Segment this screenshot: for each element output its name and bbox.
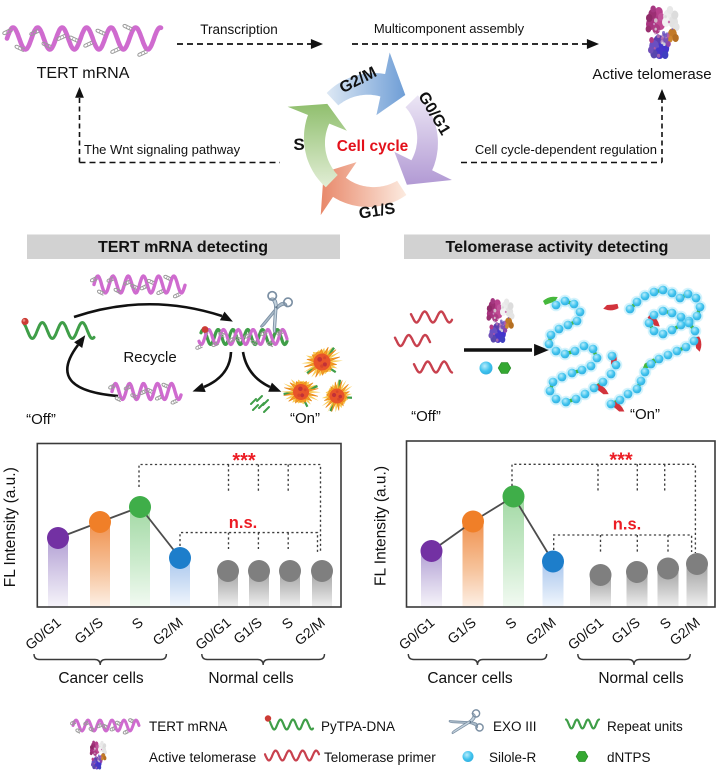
svg-text:PyTPA-DNA: PyTPA-DNA [321,719,395,734]
svg-text:Cancer cells: Cancer cells [58,670,144,687]
svg-text:FL Intensity (a.u.): FL Intensity (a.u.) [373,466,390,586]
svg-text:EXO III: EXO III [493,719,537,734]
svg-text:n.s.: n.s. [613,516,641,534]
svg-text:The Wnt signaling pathway: The Wnt signaling pathway [84,142,241,157]
svg-text:Active telomerase: Active telomerase [149,750,256,765]
svg-text:Cell cycle: Cell cycle [337,138,409,155]
svg-text:Telomerase primer: Telomerase primer [324,750,436,765]
svg-text:FL Intensity (a.u.): FL Intensity (a.u.) [2,467,19,587]
svg-text:dNTPS: dNTPS [607,750,651,765]
svg-text:Cancer cells: Cancer cells [427,670,513,687]
svg-text:Repeat units: Repeat units [607,719,683,734]
svg-text:n.s.: n.s. [229,514,257,532]
svg-text:Transcription: Transcription [200,22,278,37]
svg-text:TERT mRNA: TERT mRNA [149,719,227,734]
svg-text:S: S [293,135,304,154]
svg-text:TERT mRNA: TERT mRNA [37,65,130,82]
svg-text:Telomerase activity detecting: Telomerase activity detecting [446,239,669,256]
svg-text:“On”: “On” [630,406,660,423]
svg-text:Silole-R: Silole-R [489,750,537,765]
svg-text:Active telomerase: Active telomerase [592,66,711,83]
svg-text:G1/S: G1/S [358,200,397,223]
svg-text:Multicomponent assembly: Multicomponent assembly [374,21,525,36]
svg-text:Normal cells: Normal cells [598,670,684,687]
svg-text:Recycle: Recycle [123,349,176,366]
svg-text:“On”: “On” [290,410,320,427]
svg-text:TERT mRNA detecting: TERT mRNA detecting [98,239,268,256]
svg-text:***: *** [232,450,256,472]
svg-text:Cell cycle-dependent regulatio: Cell cycle-dependent regulation [475,142,657,157]
svg-text:“Off”: “Off” [411,408,441,425]
svg-text:***: *** [609,450,633,472]
svg-text:Normal cells: Normal cells [208,670,294,687]
svg-text:“Off”: “Off” [26,411,56,428]
